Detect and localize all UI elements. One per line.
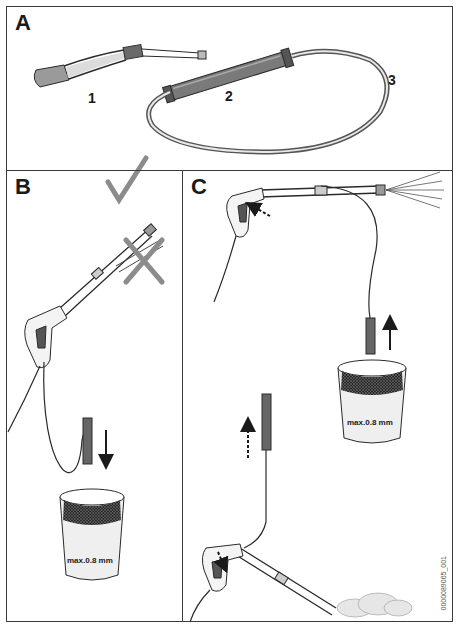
panel-box: B: [6, 170, 183, 622]
arrow-down: [106, 430, 107, 462]
panel-box: C: [182, 170, 453, 622]
wrong-nozzle: [116, 240, 163, 282]
callout-number: 2: [225, 88, 233, 104]
filter-cylinder: [162, 48, 293, 104]
panel-letter: C: [191, 174, 207, 200]
arrow-pair: [218, 424, 248, 566]
spray-jet: [386, 172, 444, 208]
spray-gun: [190, 394, 336, 622]
filter-bucket: [338, 360, 406, 443]
suction-hose: [149, 51, 387, 152]
spray-gun: [214, 185, 385, 354]
mesh-size: max.0.8 mm: [67, 556, 113, 565]
spray-extension: [34, 45, 206, 87]
callout-number: 3: [388, 72, 396, 88]
callout-number: 1: [88, 90, 96, 106]
spray-gun: [8, 224, 156, 473]
mesh-size: max.0.8 mm: [347, 418, 393, 427]
filter-bucket: [60, 489, 124, 580]
spray-cloud: [337, 593, 412, 617]
check-mark: [108, 158, 146, 200]
arrow-trigger: [252, 206, 390, 350]
panel-letter: A: [15, 10, 31, 36]
panel-letter: B: [15, 174, 31, 200]
figure-code: 0000089065_001: [440, 556, 447, 611]
